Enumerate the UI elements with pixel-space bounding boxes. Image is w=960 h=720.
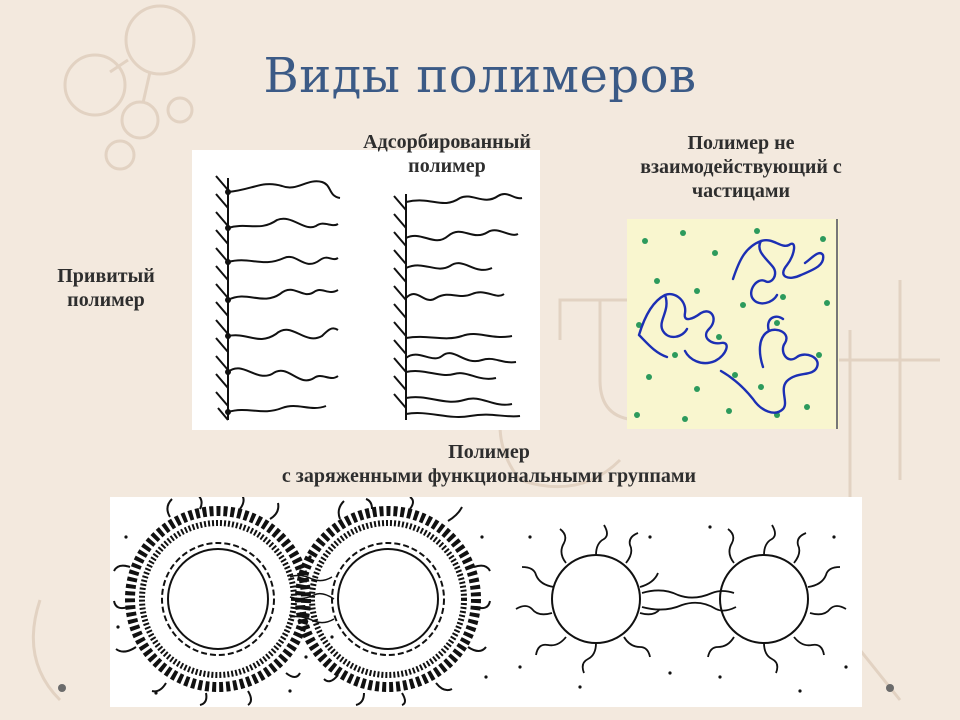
slide-title: Виды полимеров bbox=[263, 48, 697, 104]
grafted-label-line-2: полимер bbox=[67, 289, 145, 311]
charged-label-line-1: Полимер bbox=[448, 441, 530, 463]
adsorbed-polymer-label: Адсорбированный полимер bbox=[330, 130, 564, 178]
grafted-polymer-label: Привитый полимер bbox=[40, 264, 172, 312]
charged-groups-diagram bbox=[110, 497, 862, 707]
grafted-label-line-1: Привитый bbox=[57, 265, 155, 287]
noninteracting-polymer-label: Полимер не взаимодействующий с частицами bbox=[598, 131, 884, 203]
decorative-dot-right bbox=[886, 684, 894, 692]
noninteracting-polymer-diagram bbox=[627, 219, 839, 429]
noninteracting-label-line-1: Полимер не bbox=[687, 132, 795, 154]
charged-polymer-label: Полимер с заряженными функциональными гр… bbox=[200, 440, 778, 488]
adsorbed-label-line-1: Адсорбированный bbox=[363, 131, 531, 153]
grafted-adsorbed-diagram bbox=[192, 150, 540, 430]
adsorbed-label-line-2: полимер bbox=[408, 155, 486, 177]
charged-label-line-2: с заряженными функциональными группами bbox=[281, 465, 697, 487]
noninteracting-label-line-2: взаимодействующий с bbox=[640, 156, 842, 178]
noninteracting-label-line-3: частицами bbox=[691, 180, 791, 202]
decorative-dot-left bbox=[58, 684, 66, 692]
